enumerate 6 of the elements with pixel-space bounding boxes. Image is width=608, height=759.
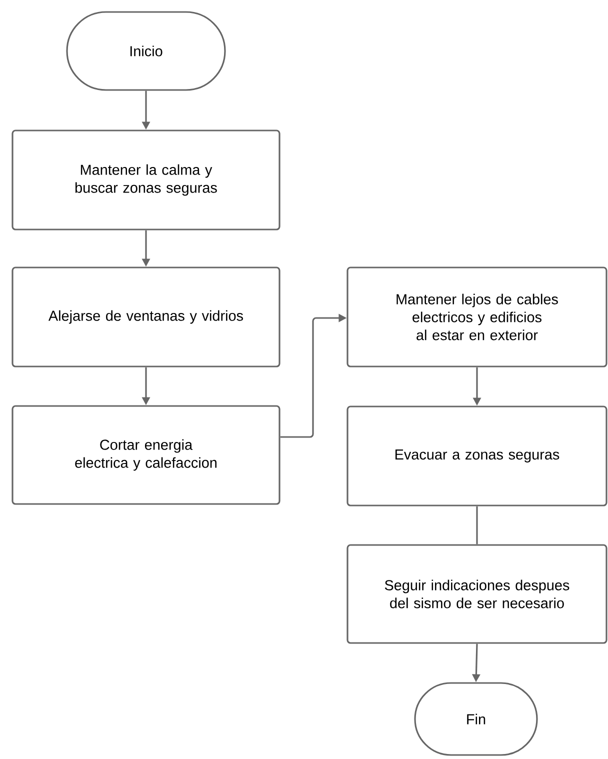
process-box: Mantener la calma y buscar zonas seguras <box>12 130 280 230</box>
process-box: Seguir indicaciones despues del sismo de ser necesario <box>346 544 608 644</box>
process-box: Mantener lejos de cables electricos y edificios al estar en exterior <box>346 266 608 368</box>
process-box: Cortar energia electrica y calefaccion <box>12 405 280 505</box>
process-box: Evacuar a zonas seguras <box>346 406 608 506</box>
process-box: Alejarse de ventanas y vidrios <box>12 266 280 368</box>
